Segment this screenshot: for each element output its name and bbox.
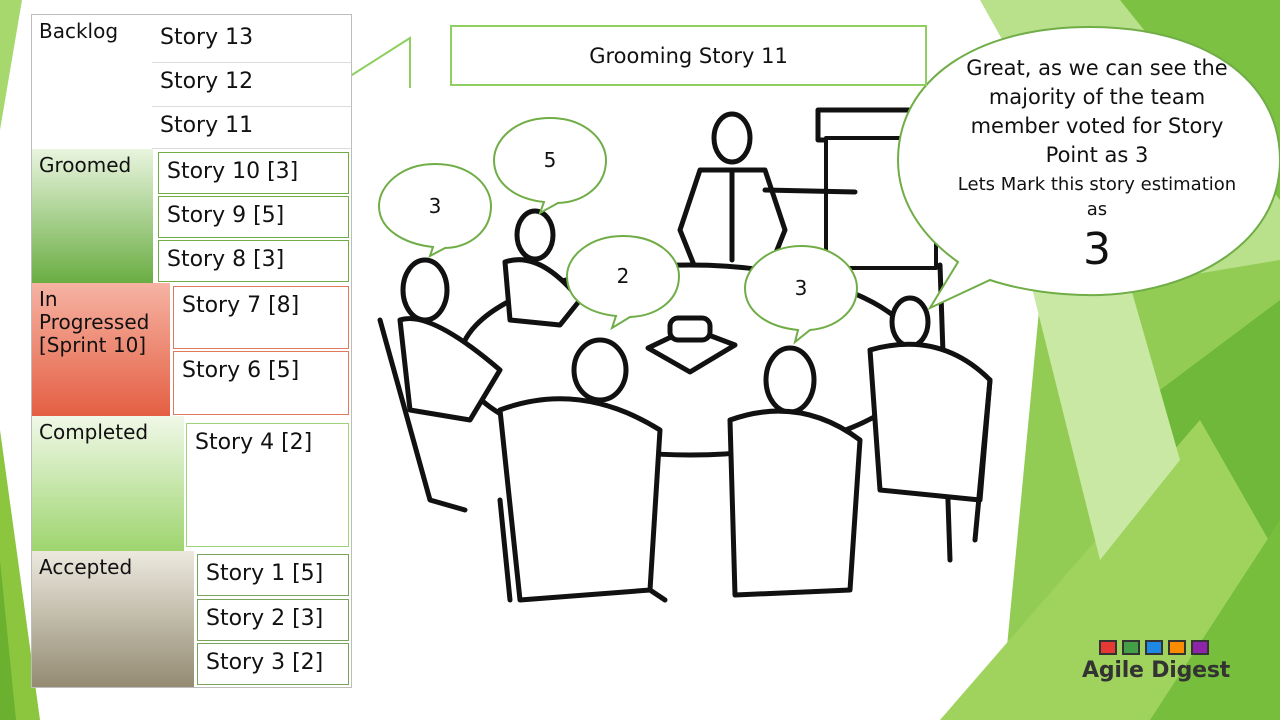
- agile-digest-logo: Agile Digest: [1082, 640, 1232, 683]
- card-story-2[interactable]: Story 2 [3]: [197, 599, 349, 641]
- vote-value-4: 3: [794, 276, 808, 300]
- logo-square-icon: [1191, 640, 1209, 655]
- lane-label-backlog: Backlog: [39, 19, 119, 43]
- kanban-board: Backlog Story 13 Story 12 Story 11 Groom…: [31, 14, 352, 688]
- left-accent-shape: [0, 0, 40, 720]
- card-story-4[interactable]: Story 4 [2]: [186, 423, 349, 547]
- vote-value-2: 5: [543, 148, 557, 172]
- lane-completed: Completed Story 4 [2]: [32, 416, 351, 551]
- lane-label-groomed: Groomed: [32, 149, 153, 283]
- speech-main-text: Great, as we can see the majority of the…: [966, 56, 1228, 167]
- card-story-1[interactable]: Story 1 [5]: [197, 554, 349, 596]
- lane-backlog: Backlog Story 13 Story 12 Story 11: [32, 15, 351, 149]
- card-story-3[interactable]: Story 3 [2]: [197, 643, 349, 685]
- vote-bubble-1: [377, 162, 493, 259]
- lane-label-completed: Completed: [32, 416, 184, 551]
- logo-square-icon: [1099, 640, 1117, 655]
- speech-sub-text: Lets Mark this story estimation as: [957, 174, 1237, 220]
- vote-value-1: 3: [428, 194, 442, 218]
- lane-in-progress: In Progressed [Sprint 10] Story 7 [8] St…: [32, 283, 351, 416]
- card-story-7[interactable]: Story 7 [8]: [173, 286, 349, 349]
- card-story-9[interactable]: Story 9 [5]: [158, 196, 349, 238]
- speech-estimate-value: 3: [1083, 224, 1111, 275]
- vote-bubble-3: [565, 234, 681, 331]
- grooming-title: Grooming Story 11: [450, 25, 927, 86]
- speech-bubble-text: Great, as we can see the majority of the…: [950, 54, 1244, 276]
- vote-value-3: 2: [616, 264, 630, 288]
- card-story-6[interactable]: Story 6 [5]: [173, 351, 349, 415]
- logo-text: Agile Digest: [1082, 658, 1231, 683]
- vote-bubble-4: [743, 244, 859, 345]
- card-story-8[interactable]: Story 8 [3]: [158, 240, 349, 282]
- card-story-12[interactable]: Story 12: [152, 63, 351, 107]
- card-story-10[interactable]: Story 10 [3]: [158, 152, 349, 194]
- card-story-11[interactable]: Story 11: [152, 107, 351, 149]
- lane-label-accepted: Accepted: [32, 551, 194, 687]
- lane-label-in-progress: In Progressed [Sprint 10]: [32, 283, 170, 416]
- logo-square-icon: [1168, 640, 1186, 655]
- logo-square-icon: [1122, 640, 1140, 655]
- speech-bubble: [896, 25, 1280, 311]
- lane-groomed: Groomed Story 10 [3] Story 9 [5] Story 8…: [32, 149, 351, 283]
- vote-bubble-2: [492, 116, 608, 216]
- lane-accepted: Accepted Story 1 [5] Story 2 [3] Story 3…: [32, 551, 351, 687]
- logo-square-icon: [1145, 640, 1163, 655]
- card-story-13[interactable]: Story 13: [152, 19, 351, 63]
- logo-squares-icon: [1099, 640, 1232, 655]
- vote-bubbles: [377, 116, 859, 345]
